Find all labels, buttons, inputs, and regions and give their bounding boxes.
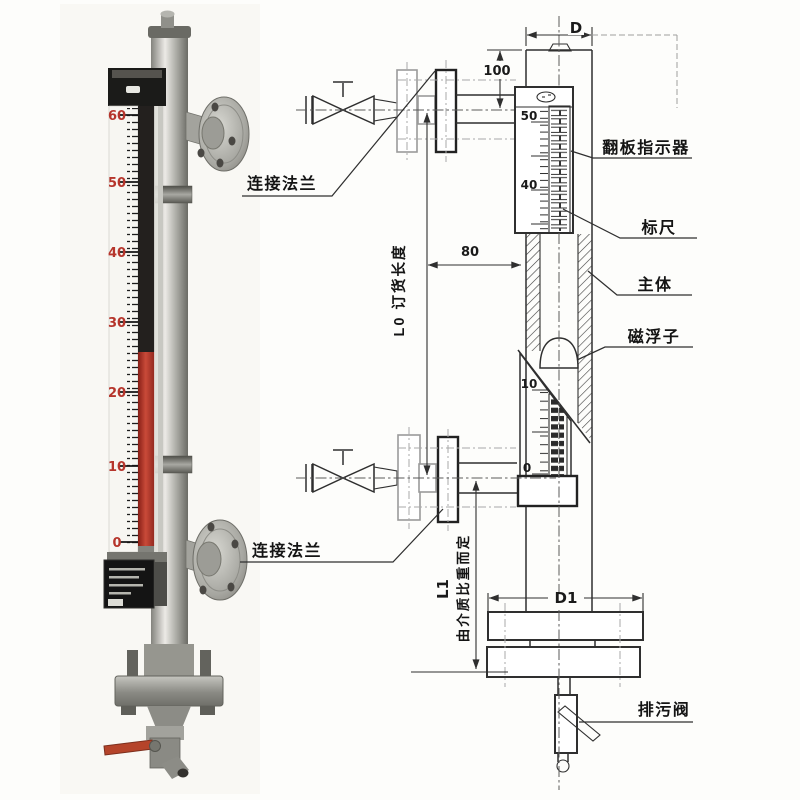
dim-l0: L0 订货长度 [390, 112, 431, 476]
dim-d-label: D [570, 19, 582, 37]
callout-main-body: 主体 [587, 270, 692, 296]
photo-upper-flange [185, 96, 250, 172]
photo-nameplate [103, 559, 167, 609]
top-bolt [161, 14, 174, 28]
callout-ruler: 标尺 [562, 208, 697, 239]
lower-scale-0: 0 [523, 461, 531, 475]
wall-hatch-right [578, 234, 592, 441]
upper-scale-50: 50 [521, 109, 538, 123]
photo-scale-60: 60 [108, 109, 126, 124]
callout-lower-flange: 连接法兰 [240, 508, 444, 563]
lower-flappers [551, 397, 564, 478]
product-photo: 60 50 40 30 20 10 0 [60, 4, 260, 794]
photo-scale-20: 20 [108, 386, 126, 401]
callout-upper-flange: 连接法兰 [242, 70, 436, 197]
dim-l0-label: L0 订货长度 [390, 244, 408, 337]
callout-drain-valve: 排污阀 [579, 700, 693, 723]
photo-bottom-assembly [103, 644, 224, 779]
dim-l1-label: L1 [434, 579, 452, 599]
photo-scale-10: 10 [108, 460, 126, 475]
upper-flappers [551, 108, 567, 231]
flapper-column-dark [138, 106, 155, 352]
drain-valve-handle [557, 705, 601, 742]
bottom-stand: D1 [486, 589, 644, 773]
base-flange-top [487, 611, 644, 641]
dim-100: 100 [483, 49, 522, 109]
lower-connection [296, 427, 556, 531]
lower-scale-ticks [539, 391, 548, 478]
upper-scale-ticks [538, 110, 548, 232]
photo-scale-50: 50 [108, 176, 126, 191]
photo-indicator-rail: 60 50 40 30 20 10 0 [107, 68, 167, 564]
base-flange-bottom [486, 646, 641, 678]
lower-flange-label: 连接法兰 [252, 541, 322, 560]
photo-logo [126, 86, 140, 93]
photo-scale-numbers: 60 50 40 30 20 10 0 [108, 109, 126, 551]
dim-80-label: 80 [461, 245, 479, 260]
drain-valve-label: 排污阀 [638, 700, 691, 719]
flap-indicator-label: 翻板指示器 [602, 138, 690, 157]
dim-l1-note: 由介质比重而定 [455, 534, 471, 643]
callout-flap-indicator: 翻板指示器 [570, 138, 692, 159]
drain-valve-body [554, 694, 578, 754]
section-break-line [517, 349, 591, 444]
photo-scale-major-ticks [119, 114, 138, 543]
callouts: 连接法兰 连接法兰 翻板指示器 标尺 主体 磁浮子 [240, 70, 697, 723]
callout-magnetic-float: 磁浮子 [576, 327, 693, 361]
indicator-foot-block [516, 474, 579, 508]
photo-bottom-flange [114, 675, 224, 707]
dim-80: 80 [427, 245, 522, 269]
upper-indicator-panel: 50 40 [514, 86, 574, 234]
upper-connection [296, 60, 516, 162]
wall-hatch-left [526, 234, 540, 351]
main-body-label: 主体 [637, 275, 672, 294]
photo-scale-30: 30 [108, 316, 126, 331]
magnetic-float-label: 磁浮子 [628, 327, 681, 346]
upper-flange-label: 连接法兰 [247, 174, 317, 193]
photo-lower-flange [185, 519, 248, 601]
lower-scale-panel: 10 0 [519, 350, 572, 480]
dim-100-label: 100 [483, 64, 510, 79]
flapper-column-red [138, 352, 155, 546]
ruler-label: 标尺 [640, 219, 676, 237]
technical-drawing: 10 0 [240, 16, 697, 790]
dim-d1-label: D1 [555, 589, 578, 607]
photo-scale-ticks [127, 108, 138, 548]
dim-d: D [525, 19, 678, 108]
top-cap [548, 43, 572, 52]
panel-logo [536, 91, 556, 103]
dim-l1: L1 由介质比重而定 [411, 480, 508, 673]
photo-scale-40: 40 [108, 246, 126, 261]
lower-scale-10: 10 [521, 377, 538, 391]
photo-scale-0: 0 [112, 536, 121, 551]
upper-scale-40: 40 [521, 178, 538, 192]
